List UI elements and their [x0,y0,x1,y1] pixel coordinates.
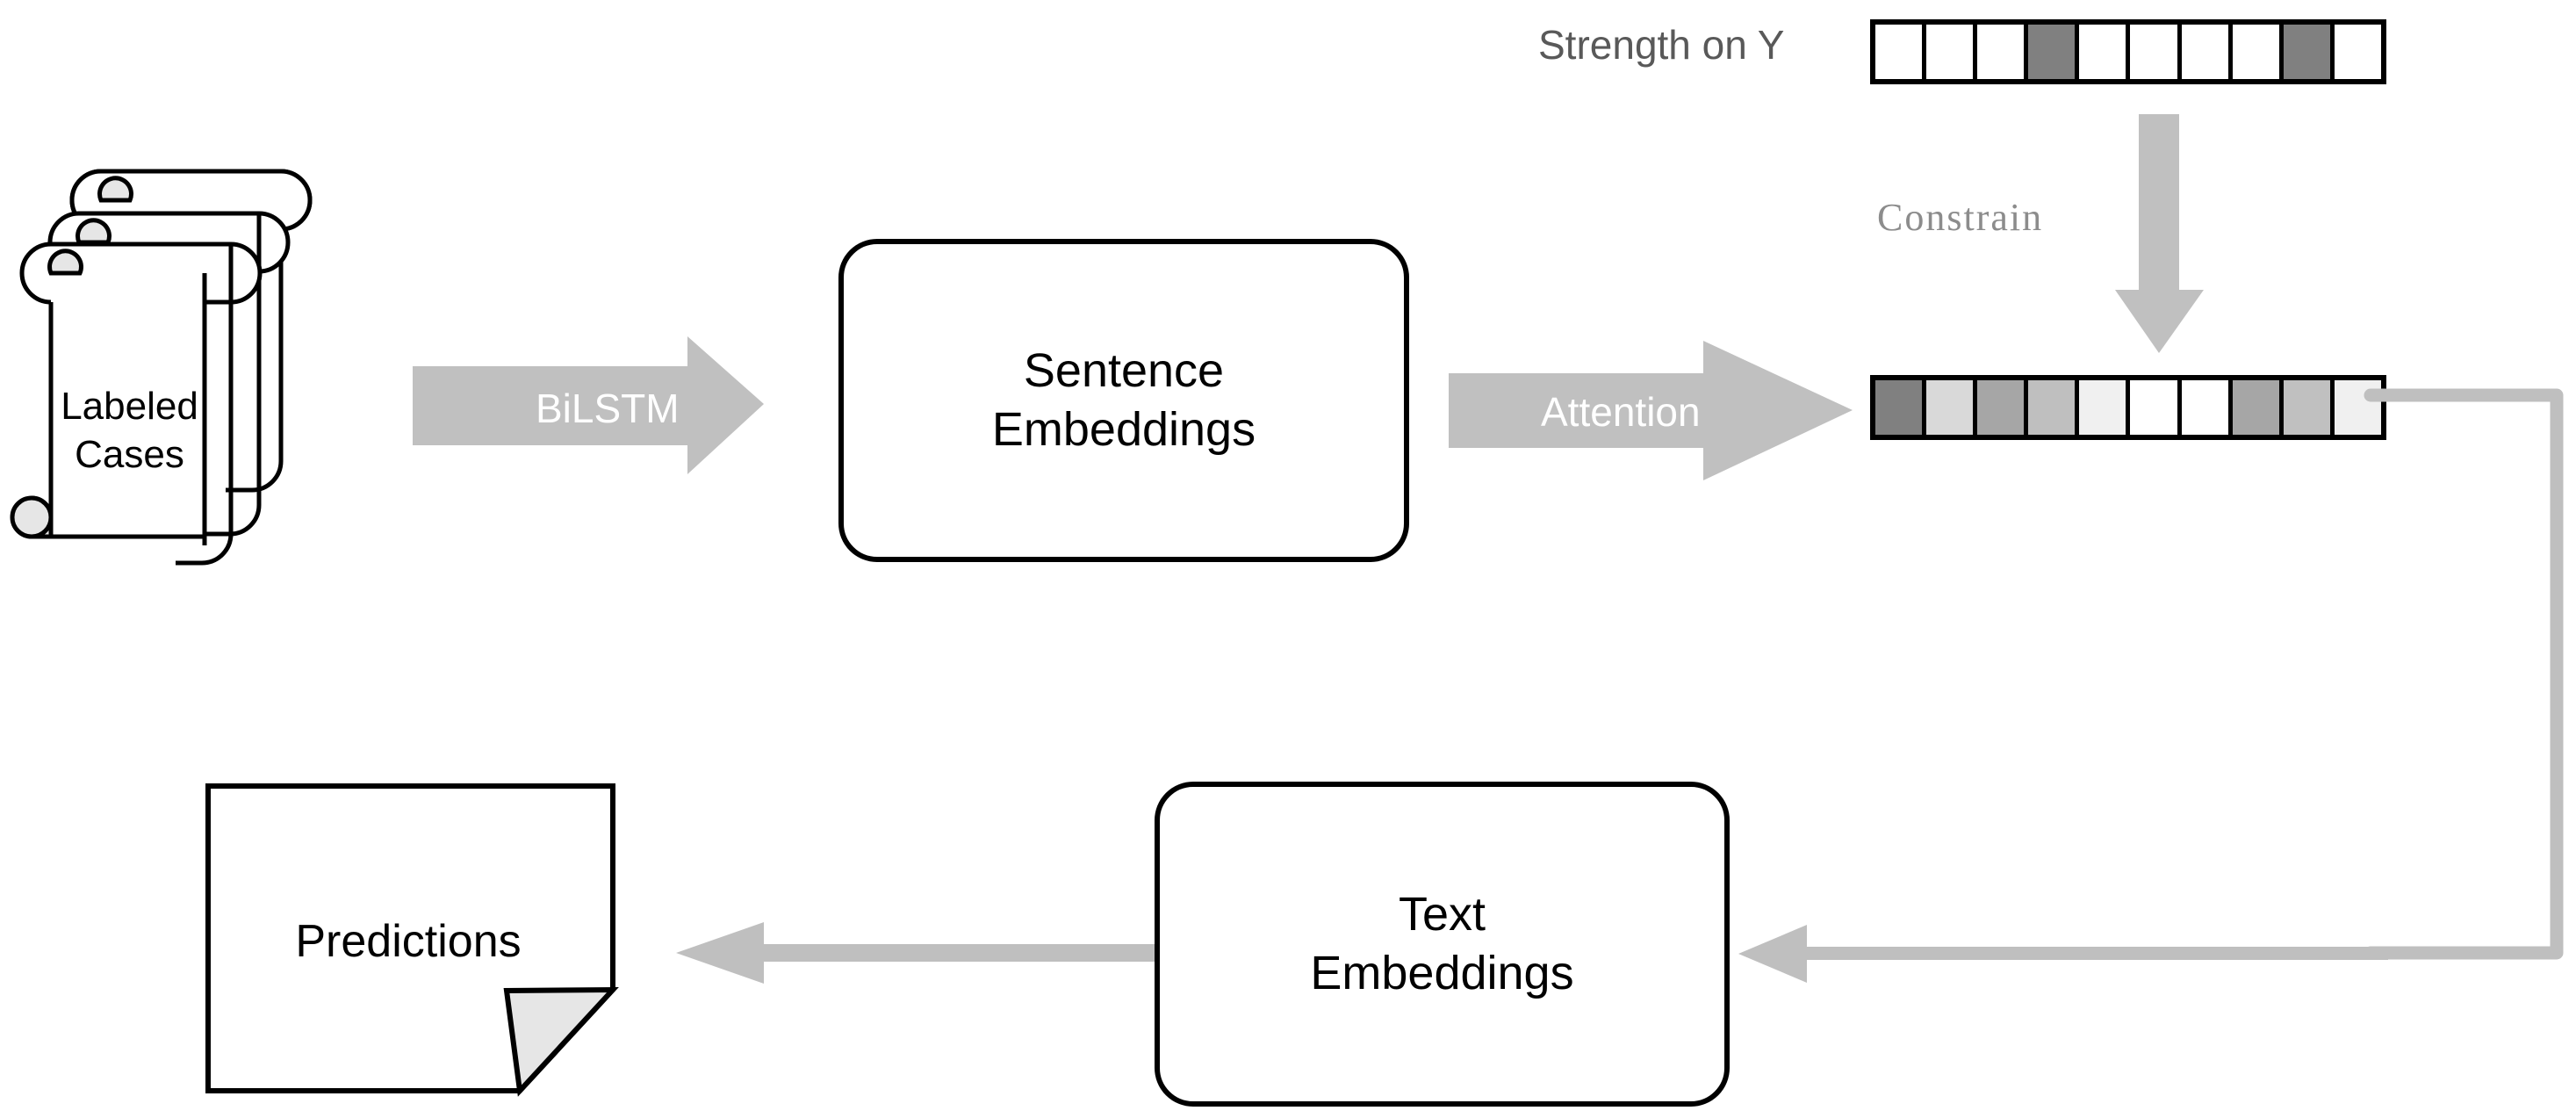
attention-cell [2232,380,2284,435]
constrain-label: Constrain [1877,196,2044,239]
strength-cell [1875,25,1927,79]
sentence-embeddings-label: Sentence Embeddings [991,343,1256,457]
feedback-connector-shape [2364,388,2564,960]
labeled-cases-label: Labeled Cases [61,385,198,476]
attention-arrow-shape [1449,341,1853,480]
strength-cell [2334,25,2381,79]
labeled-cases-node[interactable]: Labeled Cases [0,141,413,632]
predictions-arrow [676,918,1155,988]
labeled-cases-shape [10,169,313,566]
strength-on-y-label: Strength on Y [1538,22,1785,68]
feedback-connector [2364,369,2576,984]
strength-cell [1977,25,2029,79]
attention-arrow[interactable]: Attention [1449,338,1853,487]
text-embeddings-label: Text Embeddings [1310,887,1574,1000]
attention-cell [2130,380,2182,435]
connector-arrow-to-text-embeddings [1738,913,2388,994]
predictions-label: Predictions [295,916,522,967]
attention-cell [2028,380,2080,435]
predictions-arrow-shape [676,922,1155,984]
predictions-shape [205,783,619,1097]
text-embeddings-node[interactable]: Text Embeddings [1155,782,1730,1107]
strength-on-y-row [1870,19,2386,84]
strength-cell [2232,25,2284,79]
constrain-arrow-shape [2115,114,2204,353]
constrain-arrow [2107,114,2213,360]
bilstm-arrow-shape [413,336,764,474]
attention-arrow-label: Attention [1541,389,1701,435]
attention-weights-row [1870,375,2386,440]
attention-cell [1926,380,1978,435]
strength-cell [2181,25,2233,79]
strength-cell [1926,25,1978,79]
attention-cell [2181,380,2233,435]
strength-cell [2079,25,2131,79]
connector-arrow-shape [1738,925,2388,983]
strength-cell [2130,25,2182,79]
attention-cell [1875,380,1927,435]
attention-cell [2079,380,2131,435]
strength-cell [2028,25,2080,79]
attention-cell [1977,380,2029,435]
strength-cell [2283,25,2335,79]
bilstm-arrow[interactable]: BiLSTM [413,334,764,492]
bilstm-arrow-label: BiLSTM [536,386,680,431]
sentence-embeddings-node[interactable]: Sentence Embeddings [838,239,1409,562]
predictions-node[interactable]: Predictions [204,782,643,1098]
attention-cell [2283,380,2335,435]
